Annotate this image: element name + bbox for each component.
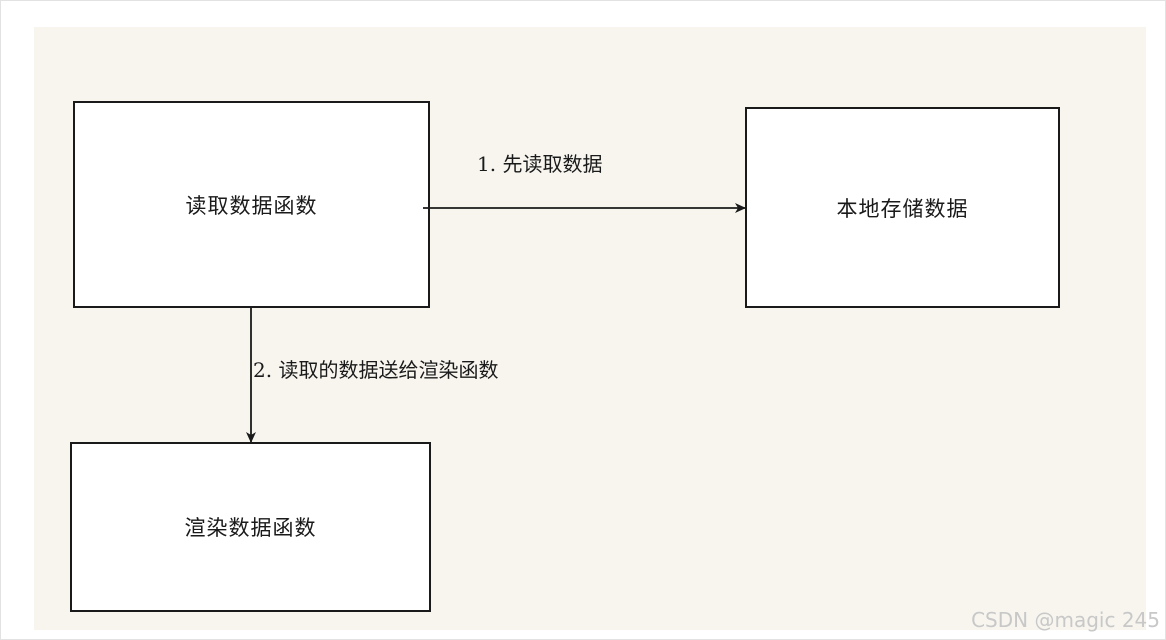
edge-label-read-first: 1. 先读取数据 xyxy=(477,152,603,176)
node-label-read-data-function: 读取数据函数 xyxy=(185,193,318,218)
node-render-data-function: 渲染数据函数 xyxy=(70,442,431,612)
node-label-render-data-function: 渲染数据函数 xyxy=(184,516,317,540)
edge-label-send-to-render: 2. 读取的数据送给渲染函数 xyxy=(253,358,499,382)
node-label-local-storage-data: 本地存储数据 xyxy=(836,196,969,221)
node-local-storage-data: 本地存储数据 xyxy=(745,107,1060,308)
node-read-data-function: 读取数据函数 xyxy=(73,101,430,308)
watermark: CSDN @magic 245 xyxy=(971,608,1160,632)
